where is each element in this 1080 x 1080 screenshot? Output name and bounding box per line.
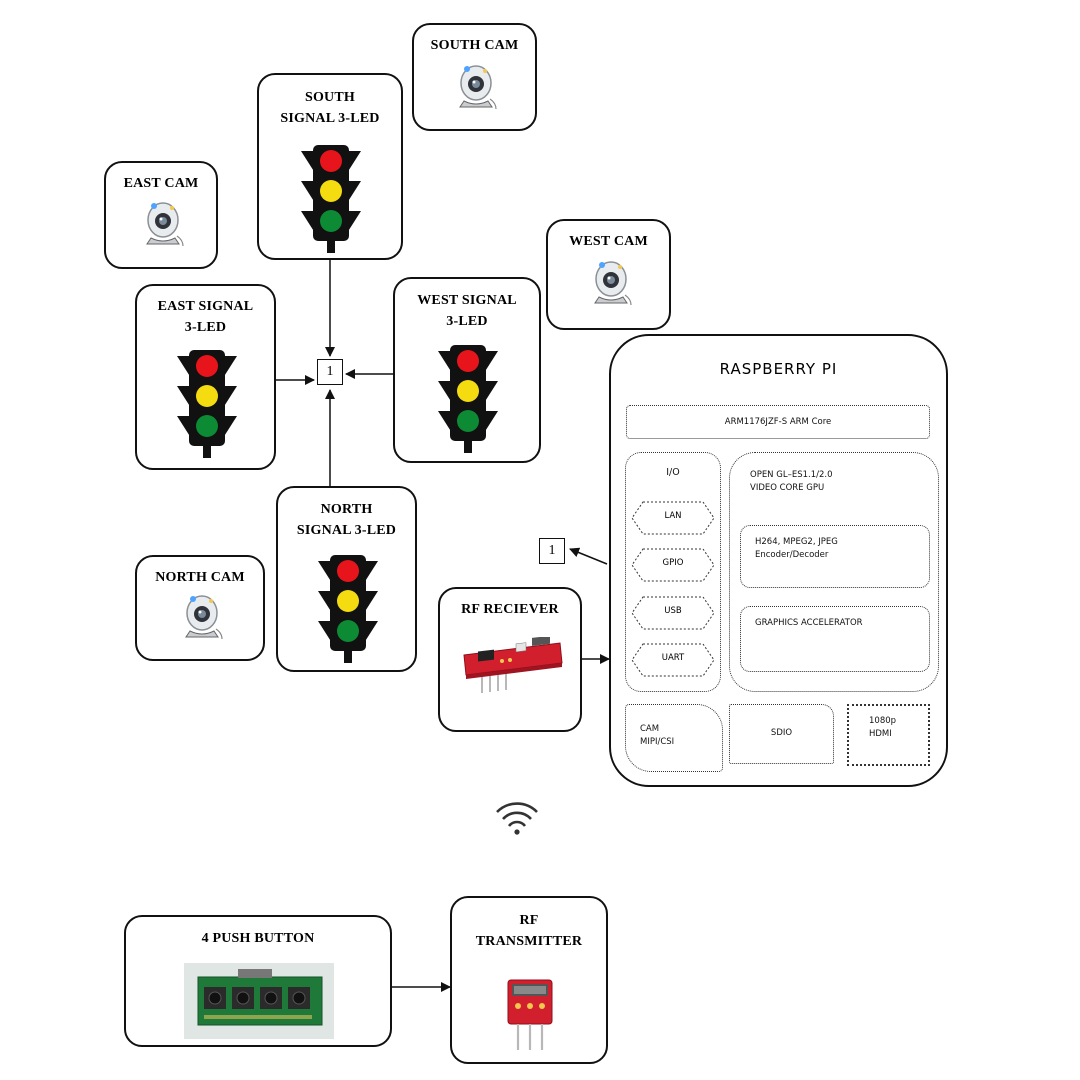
west-signal-label: WEST SIGNAL 3-LED	[417, 293, 517, 329]
north-signal-label: NORTH SIGNAL 3-LED	[296, 502, 397, 538]
sdio-label: SDIO	[770, 728, 793, 738]
arm-core-block: ARM1176JZF-S ARM Core	[626, 405, 930, 439]
webcam-icon	[180, 593, 224, 646]
north-signal-box: NORTH SIGNAL 3-LED	[276, 486, 417, 672]
lan-port-label: LAN	[664, 511, 682, 521]
io-block: I/O LAN GPIO USB UART	[625, 452, 721, 692]
webcam-icon	[454, 63, 498, 116]
push-button-board-icon	[184, 963, 334, 1039]
push-button-box: 4 PUSH BUTTON	[124, 915, 392, 1047]
usb-port: USB	[631, 596, 715, 630]
junction-marker: 1	[317, 359, 343, 385]
traffic-light-icon	[177, 350, 237, 465]
rf-transmitter-module-icon	[507, 979, 553, 1050]
rf-receiver-label: RF RECIEVER	[461, 602, 559, 617]
codec-block: H264, MPEG2, JPEG Encoder/Decoder	[740, 525, 930, 588]
gpio-port: GPIO	[631, 548, 715, 582]
webcam-icon	[141, 200, 185, 253]
east-cam-label: EAST CAM	[123, 176, 199, 191]
hdmi-block: 1080p HDMI	[847, 704, 930, 766]
hdmi-label: 1080p HDMI	[869, 716, 897, 739]
west-signal-box: WEST SIGNAL 3-LED	[393, 277, 541, 463]
east-cam-box: EAST CAM	[104, 161, 218, 269]
push-button-label: 4 PUSH BUTTON	[201, 931, 315, 946]
webcam-icon	[589, 259, 633, 312]
south-signal-box: SOUTH SIGNAL 3-LED	[257, 73, 403, 260]
lan-port: LAN	[631, 501, 715, 535]
uart-port: UART	[631, 643, 715, 677]
wifi-icon	[496, 802, 538, 835]
pi-output-arrow	[569, 547, 608, 565]
sdio-block: SDIO	[729, 704, 834, 764]
gpu-block: OPEN GL–ES1.1/2.0 VIDEO CORE GPU H264, M…	[729, 452, 939, 692]
traffic-light-icon	[318, 555, 378, 670]
west-cam-label: WEST CAM	[569, 234, 648, 249]
rf-transmitter-label: RF TRANSMITTER	[475, 913, 583, 949]
traffic-light-icon	[301, 145, 361, 260]
east-signal-box: EAST SIGNAL 3-LED	[135, 284, 276, 470]
arm-core-label: ARM1176JZF-S ARM Core	[724, 417, 832, 427]
graphics-accelerator-block: GRAPHICS ACCELERATOR	[740, 606, 930, 672]
cam-interface-block: CAM MIPI/CSI	[625, 704, 723, 772]
cam-interface-label: CAM MIPI/CSI	[640, 724, 675, 747]
east-signal-label: EAST SIGNAL 3-LED	[157, 299, 254, 335]
raspberry-pi-title: RASPBERRY PI	[719, 360, 838, 378]
rf-receiver-box: RF RECIEVER	[438, 587, 582, 732]
graphics-accelerator-label: GRAPHICS ACCELERATOR	[755, 618, 863, 628]
usb-port-label: USB	[664, 606, 682, 616]
uart-port-label: UART	[661, 653, 685, 663]
io-title: I/O	[666, 467, 680, 478]
pi-output-marker: 1	[539, 538, 565, 564]
north-cam-box: NORTH CAM	[135, 555, 265, 661]
gpio-port-label: GPIO	[662, 558, 684, 568]
south-cam-label: SOUTH CAM	[430, 38, 519, 53]
traffic-light-icon	[438, 345, 498, 460]
raspberry-pi-box: RASPBERRY PI ARM1176JZF-S ARM Core I/O L…	[609, 334, 948, 787]
south-cam-box: SOUTH CAM	[412, 23, 537, 131]
codec-label: H264, MPEG2, JPEG Encoder/Decoder	[755, 537, 838, 560]
north-cam-label: NORTH CAM	[155, 570, 245, 585]
south-signal-label: SOUTH SIGNAL 3-LED	[280, 90, 380, 126]
west-cam-box: WEST CAM	[546, 219, 671, 330]
rf-receiver-module-icon	[463, 637, 563, 693]
gpu-title: OPEN GL–ES1.1/2.0 VIDEO CORE GPU	[750, 470, 833, 493]
rf-transmitter-box: RF TRANSMITTER	[450, 896, 608, 1064]
